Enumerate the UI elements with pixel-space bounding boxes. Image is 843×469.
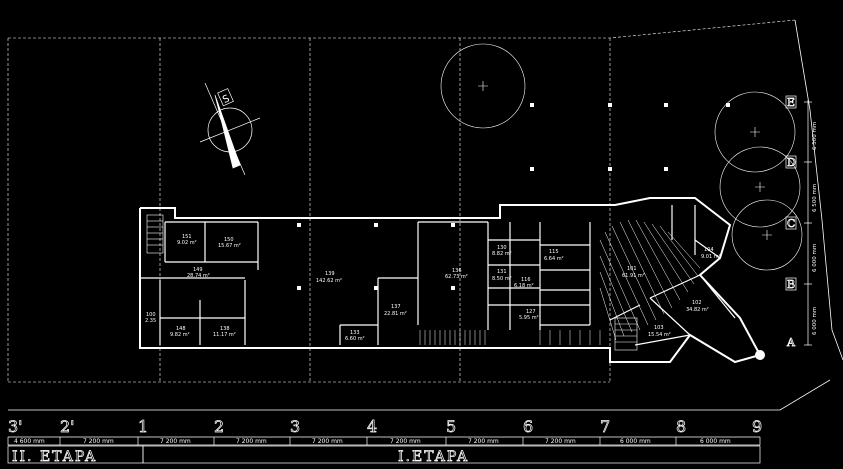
bay-dimension: 7 200 mm [160, 438, 191, 445]
room-number: 103 [654, 325, 664, 331]
bay-dimension: 7 200 mm [236, 438, 267, 445]
room-number: 148 [176, 326, 186, 332]
bay-dimension: 7 200 mm [390, 438, 421, 445]
room-area: 8.50 m² [492, 276, 512, 282]
building-outline [139, 197, 762, 364]
side-dimension: 6 000 mm [812, 244, 818, 272]
stairs [146, 214, 638, 351]
side-dimension: 6 500 mm [812, 122, 818, 150]
room-number: 149 [193, 267, 203, 273]
room-number: 116 [521, 277, 531, 283]
grid-letter-boxes [785, 95, 812, 346]
room-area: 62.73 m² [445, 274, 468, 280]
room-area: 34.82 m² [686, 307, 709, 313]
room-number: 136 [452, 268, 462, 274]
corridor-hatch [599, 219, 701, 341]
axis-number: 7 [600, 417, 610, 436]
bay-dimensions: 4 600 mm 7 200 mm 7 200 mm 7 200 mm 7 20… [14, 438, 731, 445]
axis-number: 2' [60, 417, 75, 436]
axis-number: 3 [290, 417, 300, 436]
site-boundary [8, 19, 843, 411]
interior-walls [140, 205, 736, 346]
room-number: 102 [692, 300, 702, 306]
room-area: 28.74 m² [187, 273, 210, 279]
axis-number: 3' [8, 417, 23, 436]
axis-number: 1 [138, 417, 148, 436]
room-area: 11.17 m² [213, 332, 236, 338]
room-number: 131 [497, 269, 507, 275]
site-markers [530, 103, 730, 171]
grid-letter: A [786, 336, 796, 349]
side-dimension: 6 500 mm [812, 184, 818, 212]
columns [297, 223, 765, 360]
room-number: 100 [146, 312, 156, 318]
room-number: 137 [391, 304, 401, 310]
axis-numbers: 3' 2' 1 2 3 4 5 6 7 8 9 [8, 417, 763, 437]
room-number: 130 [497, 245, 507, 251]
room-area: 6.18 m² [514, 283, 534, 289]
grid-letter: D [787, 156, 796, 169]
north-arrow [199, 82, 261, 176]
room-number: 101 [627, 266, 637, 272]
stage-label-ii: II. ETAPA [12, 449, 97, 465]
axis-number: 9 [752, 417, 762, 436]
room-area: 15.54 m² [648, 332, 671, 338]
trees [440, 43, 803, 271]
room-area: 6.60 m² [345, 336, 365, 342]
room-area: 15.67 m² [218, 243, 241, 249]
axis-number: 6 [523, 417, 533, 436]
bay-dimension: 4 600 mm [14, 438, 45, 445]
room-labels: 151 9.02 m² 150 15.67 m² 149 28.74 m² 13… [145, 234, 721, 342]
room-area: 5.95 m² [519, 315, 539, 321]
north-label: S [221, 93, 231, 106]
grid-letter: B [787, 278, 795, 291]
room-area: 2.35 [145, 318, 156, 324]
axis-number: 4 [367, 417, 377, 436]
room-area: 22.81 m² [384, 311, 407, 317]
room-number: 139 [325, 271, 335, 277]
room-area: 6.64 m² [544, 256, 564, 262]
bay-dimension: 6 000 mm [620, 438, 651, 445]
room-number: 115 [549, 249, 559, 255]
bay-dimension: 7 200 mm [468, 438, 499, 445]
room-number: 133 [350, 330, 360, 336]
room-area: 9.01 m² [701, 254, 721, 260]
bay-dimension: 7 200 mm [83, 438, 114, 445]
room-number: 151 [182, 234, 192, 240]
grid-letter: C [787, 217, 795, 230]
bay-dimension: 7 200 mm [312, 438, 343, 445]
corridor-hatch-2 [419, 330, 601, 345]
bay-dimension: 6 000 mm [700, 438, 731, 445]
axis-number: 5 [446, 417, 456, 436]
bay-dimension: 7 200 mm [545, 438, 576, 445]
room-area: 61.91 m² [622, 273, 645, 279]
grid-letter: E [787, 96, 795, 109]
side-dimension: 6 000 mm [812, 307, 818, 335]
room-number: 104 [704, 247, 714, 253]
stage-label-i: I.ETAPA [398, 449, 469, 465]
room-area: 9.82 m² [170, 332, 190, 338]
dimension-strip [7, 436, 761, 464]
room-area: 9.02 m² [177, 240, 197, 246]
room-number: 138 [220, 326, 230, 332]
room-number: 150 [224, 237, 234, 243]
room-number: 127 [526, 309, 536, 315]
room-area: 142.62 m² [316, 278, 342, 284]
axis-number: 8 [676, 417, 686, 436]
room-area: 8.82 m² [492, 251, 512, 257]
grid-lines [7, 19, 796, 383]
axis-number: 2 [214, 417, 224, 436]
